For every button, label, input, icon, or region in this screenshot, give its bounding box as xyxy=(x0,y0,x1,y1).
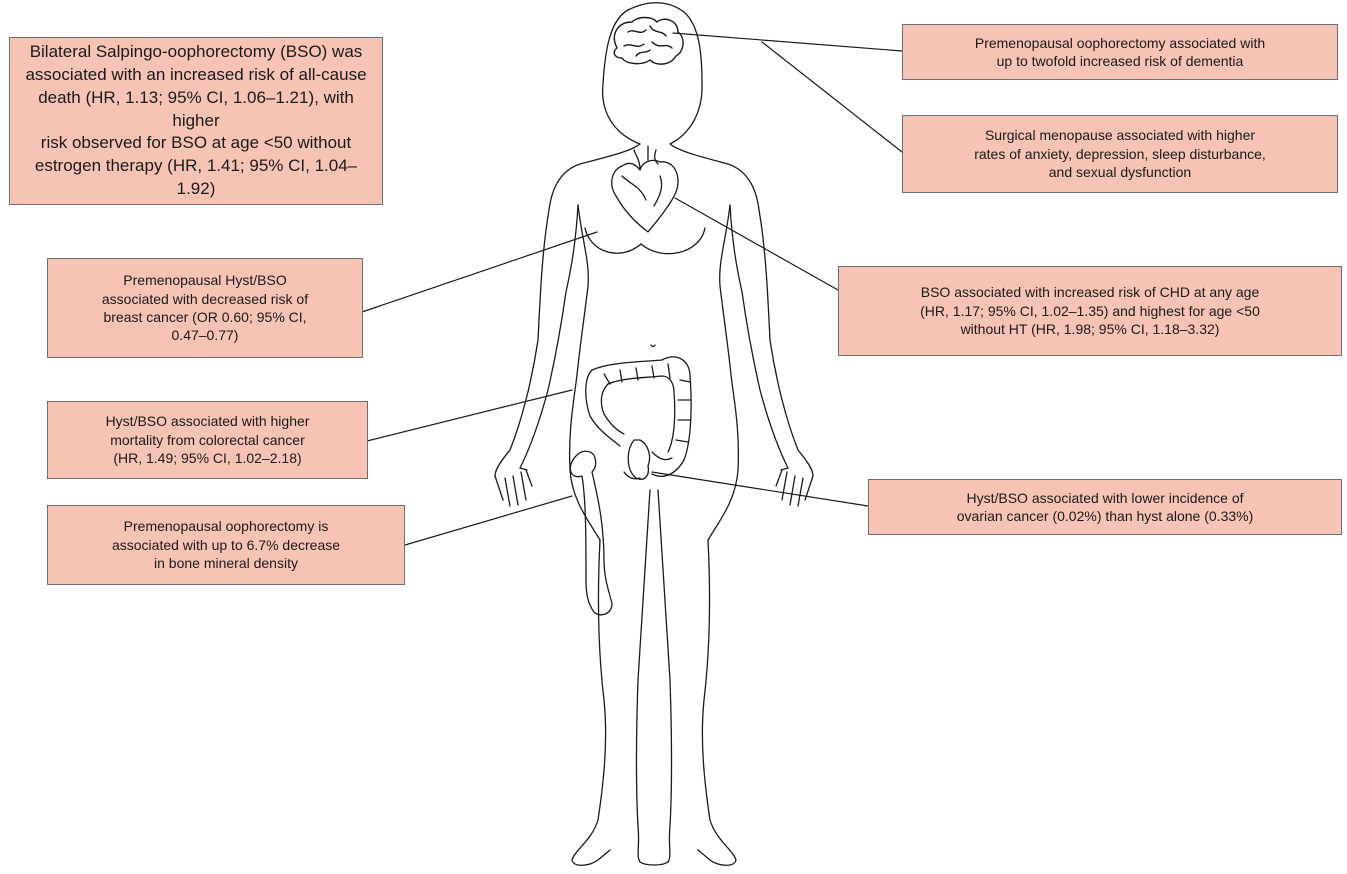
callout-dementia-text: Premenopausal oophorectomy associated wi… xyxy=(975,34,1265,71)
callout-mood-sleep: Surgical menopause associated with highe… xyxy=(902,115,1338,193)
callout-dementia: Premenopausal oophorectomy associated wi… xyxy=(902,24,1338,80)
femur-icon xyxy=(570,451,612,615)
connector-lines xyxy=(362,33,902,545)
callout-breast-cancer-text: Premenopausal Hyst/BSO associated with d… xyxy=(102,271,308,345)
callout-chd: BSO associated with increased risk of CH… xyxy=(838,266,1342,356)
uterus-ovaries-icon xyxy=(624,440,672,479)
callout-colorectal-text: Hyst/BSO associated with higher mortalit… xyxy=(106,412,310,467)
brain-icon xyxy=(614,18,683,65)
callout-bone-density: Premenopausal oophorectomy is associated… xyxy=(47,505,405,585)
colon-icon xyxy=(586,357,691,479)
heart-icon xyxy=(612,146,678,232)
callout-all-cause-death: Bilateral Salpingo-oophorectomy (BSO) wa… xyxy=(9,37,383,205)
callout-ovarian-text: Hyst/BSO associated with lower incidence… xyxy=(957,489,1254,526)
callout-ovarian: Hyst/BSO associated with lower incidence… xyxy=(868,479,1342,535)
callout-all-cause-death-text: Bilateral Salpingo-oophorectomy (BSO) wa… xyxy=(18,41,374,202)
callout-chd-text: BSO associated with increased risk of CH… xyxy=(920,283,1260,338)
callout-colorectal: Hyst/BSO associated with higher mortalit… xyxy=(47,401,368,479)
female-body-outline xyxy=(495,3,813,866)
callout-breast-cancer: Premenopausal Hyst/BSO associated with d… xyxy=(47,258,363,358)
callout-bone-density-text: Premenopausal oophorectomy is associated… xyxy=(112,517,340,572)
callout-mood-sleep-text: Surgical menopause associated with highe… xyxy=(974,126,1266,181)
